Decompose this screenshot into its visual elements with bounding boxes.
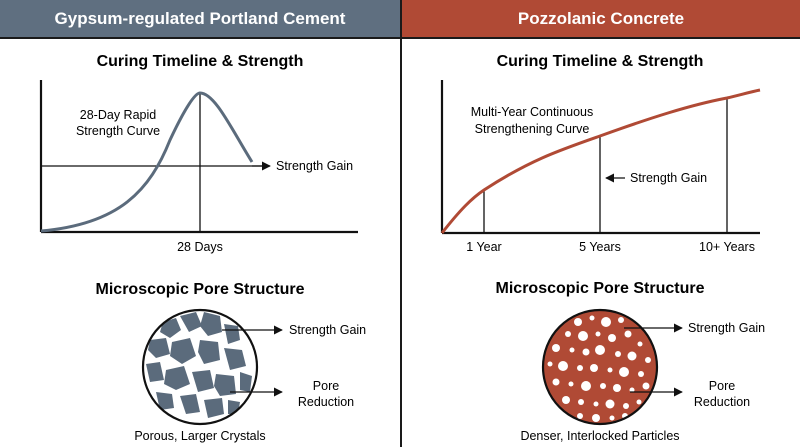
left-strength-gain-label: Strength Gain bbox=[276, 159, 353, 173]
right-micro-strength-label: Strength Gain bbox=[688, 321, 765, 335]
header-rule bbox=[0, 37, 800, 39]
right-micro-caption: Denser, Interlocked Particles bbox=[520, 429, 679, 443]
right-timeline-title: Curing Timeline & Strength bbox=[497, 53, 704, 70]
portland-panel: Gypsum-regulated Portland Cement bbox=[0, 0, 400, 37]
left-micro-circle bbox=[141, 308, 259, 426]
left-micro-caption: Porous, Larger Crystals bbox=[134, 429, 265, 443]
right-curve-label-1: Multi-Year Continuous bbox=[471, 105, 594, 119]
right-curve-label-2: Strengthening Curve bbox=[475, 122, 590, 136]
right-micro-pore-label-2: Reduction bbox=[694, 395, 750, 409]
right-x-tick-5-years: 5 Years bbox=[579, 240, 621, 254]
right-micro-title: Microscopic Pore Structure bbox=[496, 280, 705, 297]
left-micro-strength-label: Strength Gain bbox=[289, 323, 366, 337]
right-strength-curve bbox=[440, 88, 761, 234]
right-micro-pore-label-1: Pore bbox=[709, 379, 735, 393]
left-x-tick-28-days: 28 Days bbox=[177, 240, 223, 254]
right-axes bbox=[440, 80, 760, 235]
pozzolanic-panel: Pozzolanic Concrete bbox=[402, 0, 800, 447]
pozzolanic-header: Pozzolanic Concrete bbox=[402, 0, 800, 37]
dense-interlocked-structure bbox=[543, 310, 657, 424]
left-curve-label-2: Strength Curve bbox=[76, 124, 160, 138]
left-micro-pore-label-1: Pore bbox=[313, 379, 339, 393]
panel-divider bbox=[400, 0, 402, 447]
left-micro-pore-label-2: Reduction bbox=[298, 395, 354, 409]
porous-crystal-structure bbox=[143, 310, 257, 424]
right-x-tick-10-years: 10+ Years bbox=[699, 240, 755, 254]
portland-header: Gypsum-regulated Portland Cement bbox=[0, 0, 400, 37]
left-axes bbox=[39, 80, 358, 234]
left-curve-label-1: 28-Day Rapid bbox=[80, 108, 156, 122]
left-timeline-title: Curing Timeline & Strength bbox=[97, 53, 304, 70]
left-micro-title: Microscopic Pore Structure bbox=[96, 281, 305, 298]
right-strength-gain-label: Strength Gain bbox=[630, 171, 707, 185]
right-x-tick-1-year: 1 Year bbox=[466, 240, 501, 254]
right-micro-circle bbox=[541, 308, 659, 426]
left-strength-curve bbox=[40, 91, 254, 233]
